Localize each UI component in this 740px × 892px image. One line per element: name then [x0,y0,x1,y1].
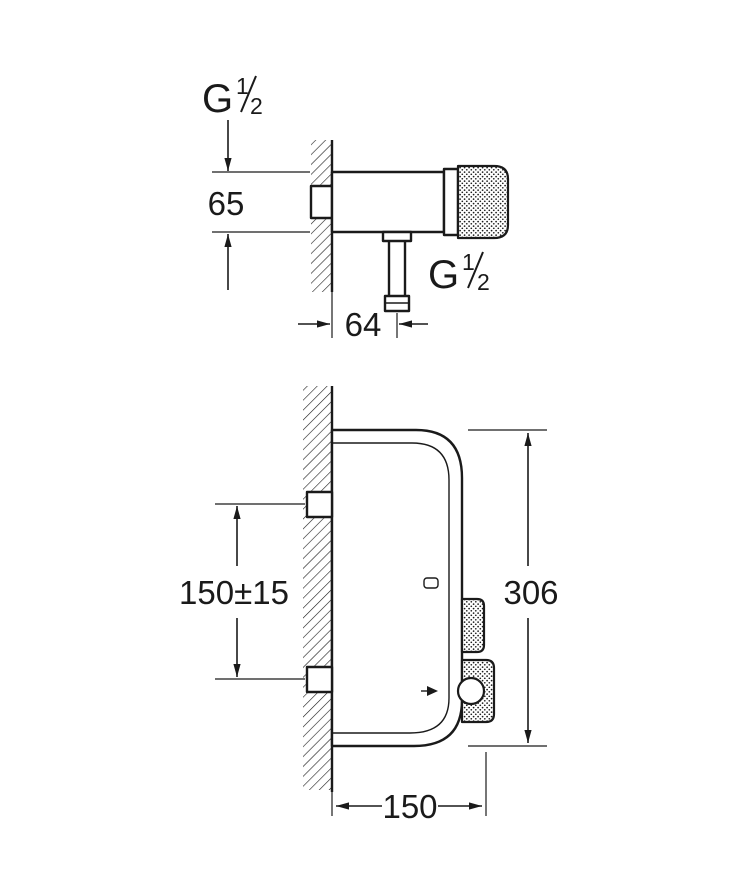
outlet-pipe-boss [381,230,413,243]
outlet-thread-label-g: G [428,253,459,297]
dimension-label-150-15: 150±15 [179,574,289,611]
eco-button-mark [423,577,439,589]
diverter-button [456,676,486,706]
front-view: 150±15 306 150 [179,386,559,825]
dimension-label-306: 306 [503,574,558,611]
side-view: G 1 2 65 G 1 2 64 [202,73,510,343]
diverter-arrow-icon [427,686,438,696]
inlet-connection [309,184,334,220]
fraction-slash [240,75,257,113]
wall-section-hatch [303,386,332,790]
dimension-label-150: 150 [382,788,437,825]
outlet-thread-label-numerator: 1 [462,249,475,275]
top-thread-label-denominator: 2 [250,93,263,119]
outlet-thread-label-denominator: 2 [477,269,490,295]
wall-bracket-upper [305,490,334,519]
wall-bracket-lower [305,665,334,694]
mixer-body-profile [330,428,464,748]
handle-collar [442,167,460,237]
temperature-handle-knurled [456,164,510,240]
fraction-slash [467,251,484,289]
top-thread-label-numerator: 1 [236,73,249,99]
dimension-label-65: 65 [208,185,245,222]
volume-handle-knurled [460,597,486,654]
top-thread-label-g: G [202,77,233,121]
mixer-body-inner-contour [332,442,450,734]
mixer-body-side [330,170,446,234]
dimension-label-64: 64 [345,306,382,343]
